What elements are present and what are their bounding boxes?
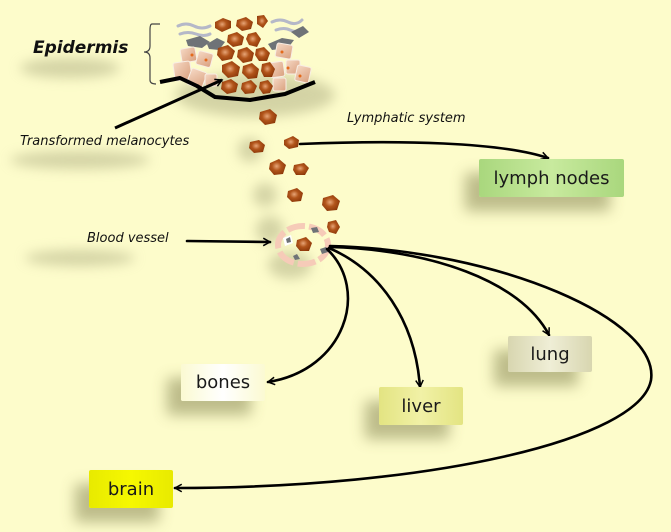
arrow-to-lung [328,245,551,335]
transformed-melanocytes-label: Transformed melanocytes [20,134,190,149]
migrating-cells [249,109,340,234]
blood-vessel-arrow [185,241,270,242]
blood-vessel-label: Blood vessel [87,231,169,246]
bones-label: bones [195,372,251,393]
lymph-nodes-box: lymph nodes [479,159,624,197]
brain-label: brain [107,478,155,500]
epidermis-bracket [143,23,160,85]
epidermis-label: Epidermis [33,38,129,58]
lung-label: lung [530,343,570,365]
arrow-to-brain [175,244,653,488]
liver-label: liver [401,395,441,417]
arrows [175,140,653,488]
liver-box: liver [379,387,463,425]
bones-box: bones [181,364,265,401]
basement-membrane [159,76,316,102]
melanocyte-cluster [215,15,275,94]
blood-vessel [275,223,331,267]
lymphatic-arrow [298,140,548,158]
melanocyte-pointer-arrow [114,80,222,130]
lymphatic-system-label: Lymphatic system [347,111,466,126]
epidermis-tissue [143,15,316,102]
lung-box: lung [508,336,592,372]
brain-box: brain [89,470,173,508]
arrow-to-bones [268,247,350,382]
drop-shadows [10,58,335,279]
lymph-nodes-label: lymph nodes [493,167,610,189]
arrow-to-liver [327,246,420,387]
